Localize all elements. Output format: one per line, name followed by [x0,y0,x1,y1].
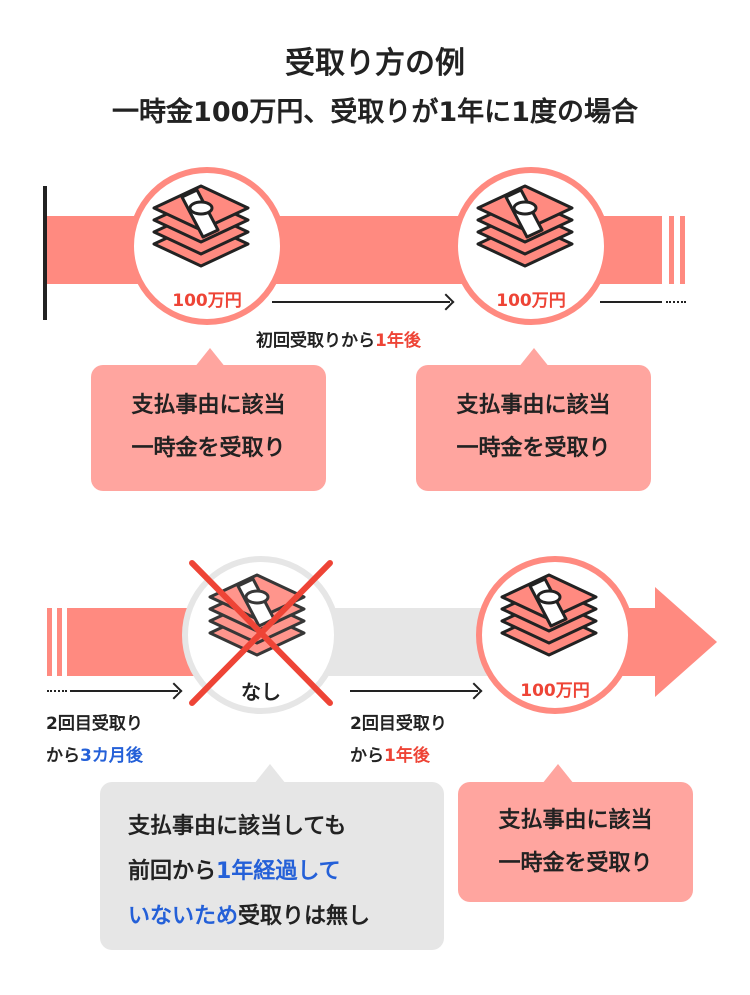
band-stripe [47,608,52,676]
interval-arrow-line [70,690,178,692]
continuation-line [600,301,662,303]
timeline-arrowhead [655,587,717,697]
bubble-pointer [254,764,286,784]
page-title: 受取り方の例 [285,46,465,81]
timeline-start-bar [43,186,47,320]
interval-caption-row1: 初回受取りから1年後 [256,331,421,351]
continuation-dots [47,690,67,692]
speech-bubble-note: 支払事由に該当しても 前回から1年経過して いないため受取りは無し [100,782,444,950]
cross-mark-icon [189,560,333,706]
payout-amount-third: 100万円 [520,681,590,701]
speech-bubble-first: 支払事由に該当 一時金を受取り [91,365,326,491]
money-stack-icon [476,182,574,272]
bubble-pointer [542,764,574,784]
continuation-dots [666,301,686,303]
interval-caption-row2-second: 2回目受取り から1年後 [350,714,447,766]
band-stripe [669,216,674,284]
payout-amount-second: 100万円 [496,291,566,311]
money-stack-icon [500,571,598,661]
interval-arrow-line [272,301,450,303]
band-stripe [57,608,62,676]
speech-bubble-third: 支払事由に該当 一時金を受取り [458,782,693,902]
money-stack-icon [152,182,250,272]
interval-arrowhead [465,682,483,700]
speech-bubble-second: 支払事由に該当 一時金を受取り [416,365,651,491]
skipped-label: なし [241,680,281,704]
payout-amount-first: 100万円 [172,291,242,311]
page-subtitle: 一時金100万円、受取りが1年に1度の場合 [112,97,638,128]
band-stripe [680,216,685,284]
bubble-pointer [518,348,550,368]
interval-arrow-line [350,690,478,692]
bubble-pointer [194,348,226,368]
interval-caption-row2-first: 2回目受取り から3カ月後 [46,714,143,766]
interval-arrowhead [437,293,455,311]
